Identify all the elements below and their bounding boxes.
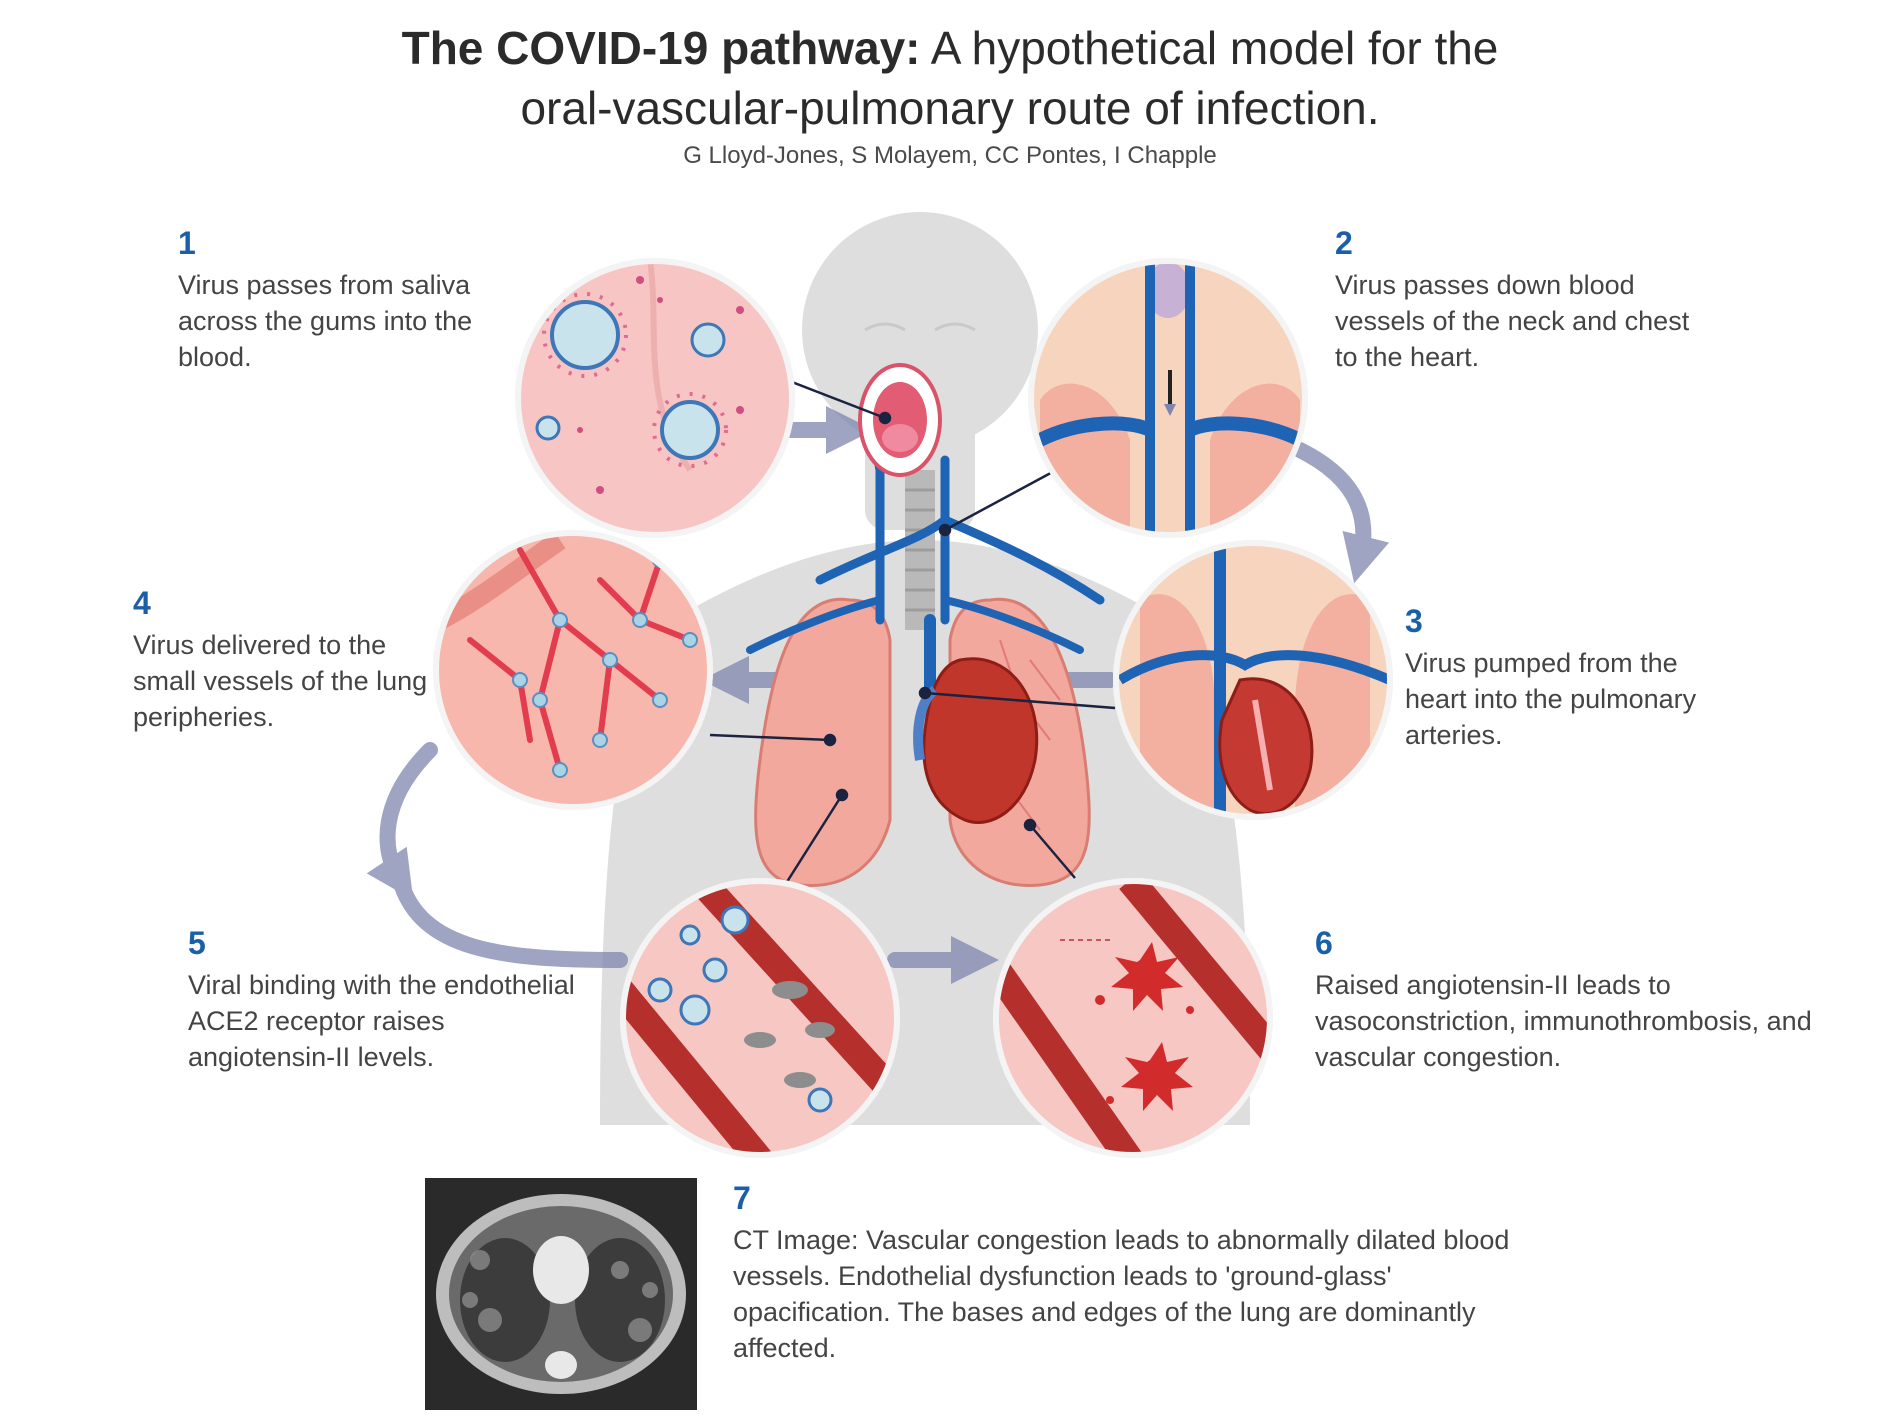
virus-particle-icon [542,292,628,378]
authors: G Lloyd-Jones, S Molayem, CC Pontes, I C… [683,142,1217,169]
circle-6-immunothrombosis [993,878,1273,1158]
step-2-text: Virus passes down blood vessels of the n… [1335,270,1690,372]
circle-5-ace2-binding [620,878,900,1158]
title-line-2: oral-vascular-pulmonary route of infecti… [520,82,1380,134]
step-4-text: Virus delivered to the small vessels of … [133,630,428,732]
left-lung [754,597,892,888]
step-1-number: 1 [178,225,196,261]
step-6-number: 6 [1315,925,1333,961]
title-line-1: The COVID-19 pathway: A hypothetical mod… [0,18,1900,78]
ct-image [425,1178,697,1410]
step-5-text: Viral binding with the endothelial ACE2 … [188,970,575,1072]
step-2-number: 2 [1335,225,1353,261]
heart [913,657,1039,824]
step-6: 6 Raised angiotensin-II leads to vasocon… [1315,925,1845,1075]
step-7-number: 7 [733,1180,751,1216]
circle-4-lung-periphery [433,530,713,810]
circle-3-heart-arteries [1113,540,1393,820]
step-3: 3 Virus pumped from the heart into the p… [1405,603,1735,753]
arrow-4-to-5 [366,742,438,900]
step-4: 4 Virus delivered to the small vessels o… [133,585,453,735]
arrow-loop-bottom [392,872,628,968]
mouth [858,363,942,477]
circle-1-saliva-virus [515,258,795,538]
step-7: 7 CT Image: Vascular congestion leads to… [733,1180,1513,1366]
pointer-lines [709,358,1116,886]
title-bold: The COVID-19 pathway: [401,22,921,74]
trachea [905,470,935,630]
step-6-text: Raised angiotensin-II leads to vasoconst… [1315,970,1812,1072]
virus-particle-icon [652,392,728,468]
title-rest: A hypothetical model for the [920,22,1499,74]
step-1: 1 Virus passes from saliva across the gu… [178,225,518,375]
step-1-text: Virus passes from saliva across the gums… [178,270,473,372]
diagram-title: The COVID-19 pathway: A hypothetical mod… [0,18,1900,138]
circle-2-neck-vessels [1028,258,1308,538]
step-5: 5 Viral binding with the endothelial ACE… [188,925,578,1075]
face [864,322,976,332]
arrow-2-to-3 [1292,442,1390,584]
step-5-number: 5 [188,925,206,961]
step-2: 2 Virus passes down blood vessels of the… [1335,225,1695,375]
step-3-number: 3 [1405,603,1423,639]
step-4-number: 4 [133,585,151,621]
step-7-text: CT Image: Vascular congestion leads to a… [733,1225,1510,1363]
step-3-text: Virus pumped from the heart into the pul… [1405,648,1697,750]
